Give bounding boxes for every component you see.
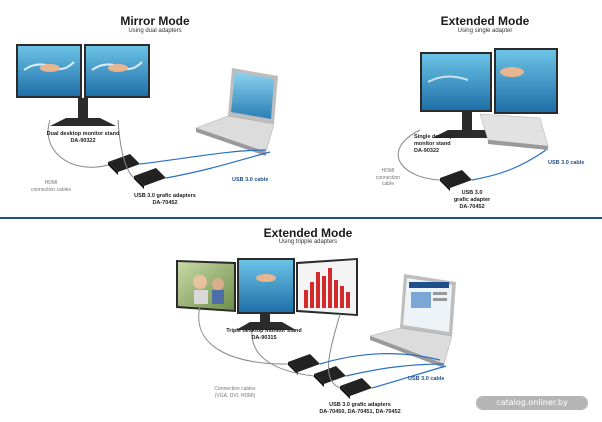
extended-single-cable-label: HDMI connection cable <box>370 168 406 188</box>
extended-triple-subtitle: Using tripple adapters <box>278 239 338 245</box>
triple-adapter-label: USB 3.0 grafic adapters DA-70450, DA-704… <box>300 402 420 416</box>
extended-single-cable-desc1: connection <box>375 174 401 181</box>
mirror-adapter-name: USB 3.0 grafic adapters <box>134 193 196 199</box>
extended-single-adapter-label: USB 3.0 grafic adapter DA-70452 <box>444 190 500 211</box>
extended-single-stand-label: Single desktop monitor stand DA-90322 <box>414 134 453 155</box>
triple-monitor-center <box>237 258 295 314</box>
mirror-adapter-label: USB 3.0 grafic adapters DA-70452 <box>120 193 210 207</box>
triple-stand-label: Triple desktop monitor stand DA-90315 <box>214 328 314 342</box>
section-divider <box>0 217 602 219</box>
extended-single-adapter-line1: USB 3.0 <box>461 190 483 196</box>
extended-single-cables <box>397 129 547 181</box>
extended-single-cable-desc2: cable <box>382 181 394 187</box>
triple-cable-label: Connection cables (VGA, DVI, HDMI) <box>200 386 270 399</box>
extended-single-adapter-model: DA-70452 <box>459 204 485 211</box>
triple-monitor-left <box>176 260 236 312</box>
mirror-cable-label: HDMI connection cables <box>26 180 76 193</box>
triple-cable-desc: (VGA, DVI, HDMI) <box>214 392 256 399</box>
mirror-usb-adapters <box>108 154 166 189</box>
triple-stand-model: DA-90315 <box>251 335 277 342</box>
extended-single-stand-model: DA-90322 <box>414 148 440 155</box>
triple-adapter-models: DA-70450, DA-70451, DA-70452 <box>319 409 401 416</box>
mirror-dual-monitors <box>16 44 150 126</box>
mirror-adapter-model: DA-70452 <box>152 200 178 207</box>
watermark-badge: catalog.onliner.by <box>476 396 588 410</box>
mirror-cable-type: HDMI <box>44 180 58 186</box>
mirror-stand-model: DA-90322 <box>70 138 96 145</box>
triple-usb-adapters <box>288 354 372 399</box>
mirror-stand-label: Dual desktop monitor stand DA-90322 <box>28 131 138 145</box>
mirror-mode-subtitle: Using dual adapters <box>128 28 182 34</box>
extended-single-stand-line1: Single desktop <box>414 134 454 140</box>
triple-stand-name: Triple desktop monitor stand <box>226 328 302 334</box>
bar-chart-graphic <box>304 268 350 308</box>
mirror-stand-name: Dual desktop monitor stand <box>46 131 120 137</box>
extended-single-usb-label: USB 3.0 cable <box>548 160 585 166</box>
extended-single-adapter-line2: grafic adapter <box>453 197 491 204</box>
triple-monitor-stand <box>236 314 296 330</box>
triple-usb-label: USB 3.0 cable <box>408 376 445 382</box>
extended-single-laptop <box>479 113 549 150</box>
triple-monitor-right <box>296 258 358 316</box>
triple-monitors <box>176 258 358 330</box>
extended-single-monitors <box>420 48 558 138</box>
mirror-cable-desc: connection cables <box>30 186 72 193</box>
extended-single-usb-adapter <box>440 170 472 191</box>
mirror-cables <box>47 119 271 179</box>
extended-triple-title: Extended Mode <box>263 226 353 240</box>
mirror-monitor-left <box>16 44 82 98</box>
extended-single-stand-line2: monitor stand <box>414 141 451 148</box>
mirror-usb-label: USB 3.0 cable <box>232 177 269 183</box>
mirror-mode-title: Mirror Mode <box>120 14 190 28</box>
mirror-laptop <box>195 68 278 156</box>
triple-laptop <box>369 274 456 368</box>
triple-cable-type: Connection cables <box>214 386 256 392</box>
mirror-monitor-stand <box>50 98 116 126</box>
extended-single-cable-type: HDMI <box>381 168 395 174</box>
extended-single-title: Extended Mode <box>440 14 530 28</box>
extended-single-monitor-left <box>420 52 492 112</box>
mirror-monitor-right <box>84 44 150 98</box>
triple-cables <box>198 305 447 389</box>
extended-single-monitor-right <box>494 48 558 114</box>
extended-single-subtitle: Using single adapter <box>457 28 513 34</box>
triple-adapter-name: USB 3.0 grafic adapters <box>329 402 391 408</box>
